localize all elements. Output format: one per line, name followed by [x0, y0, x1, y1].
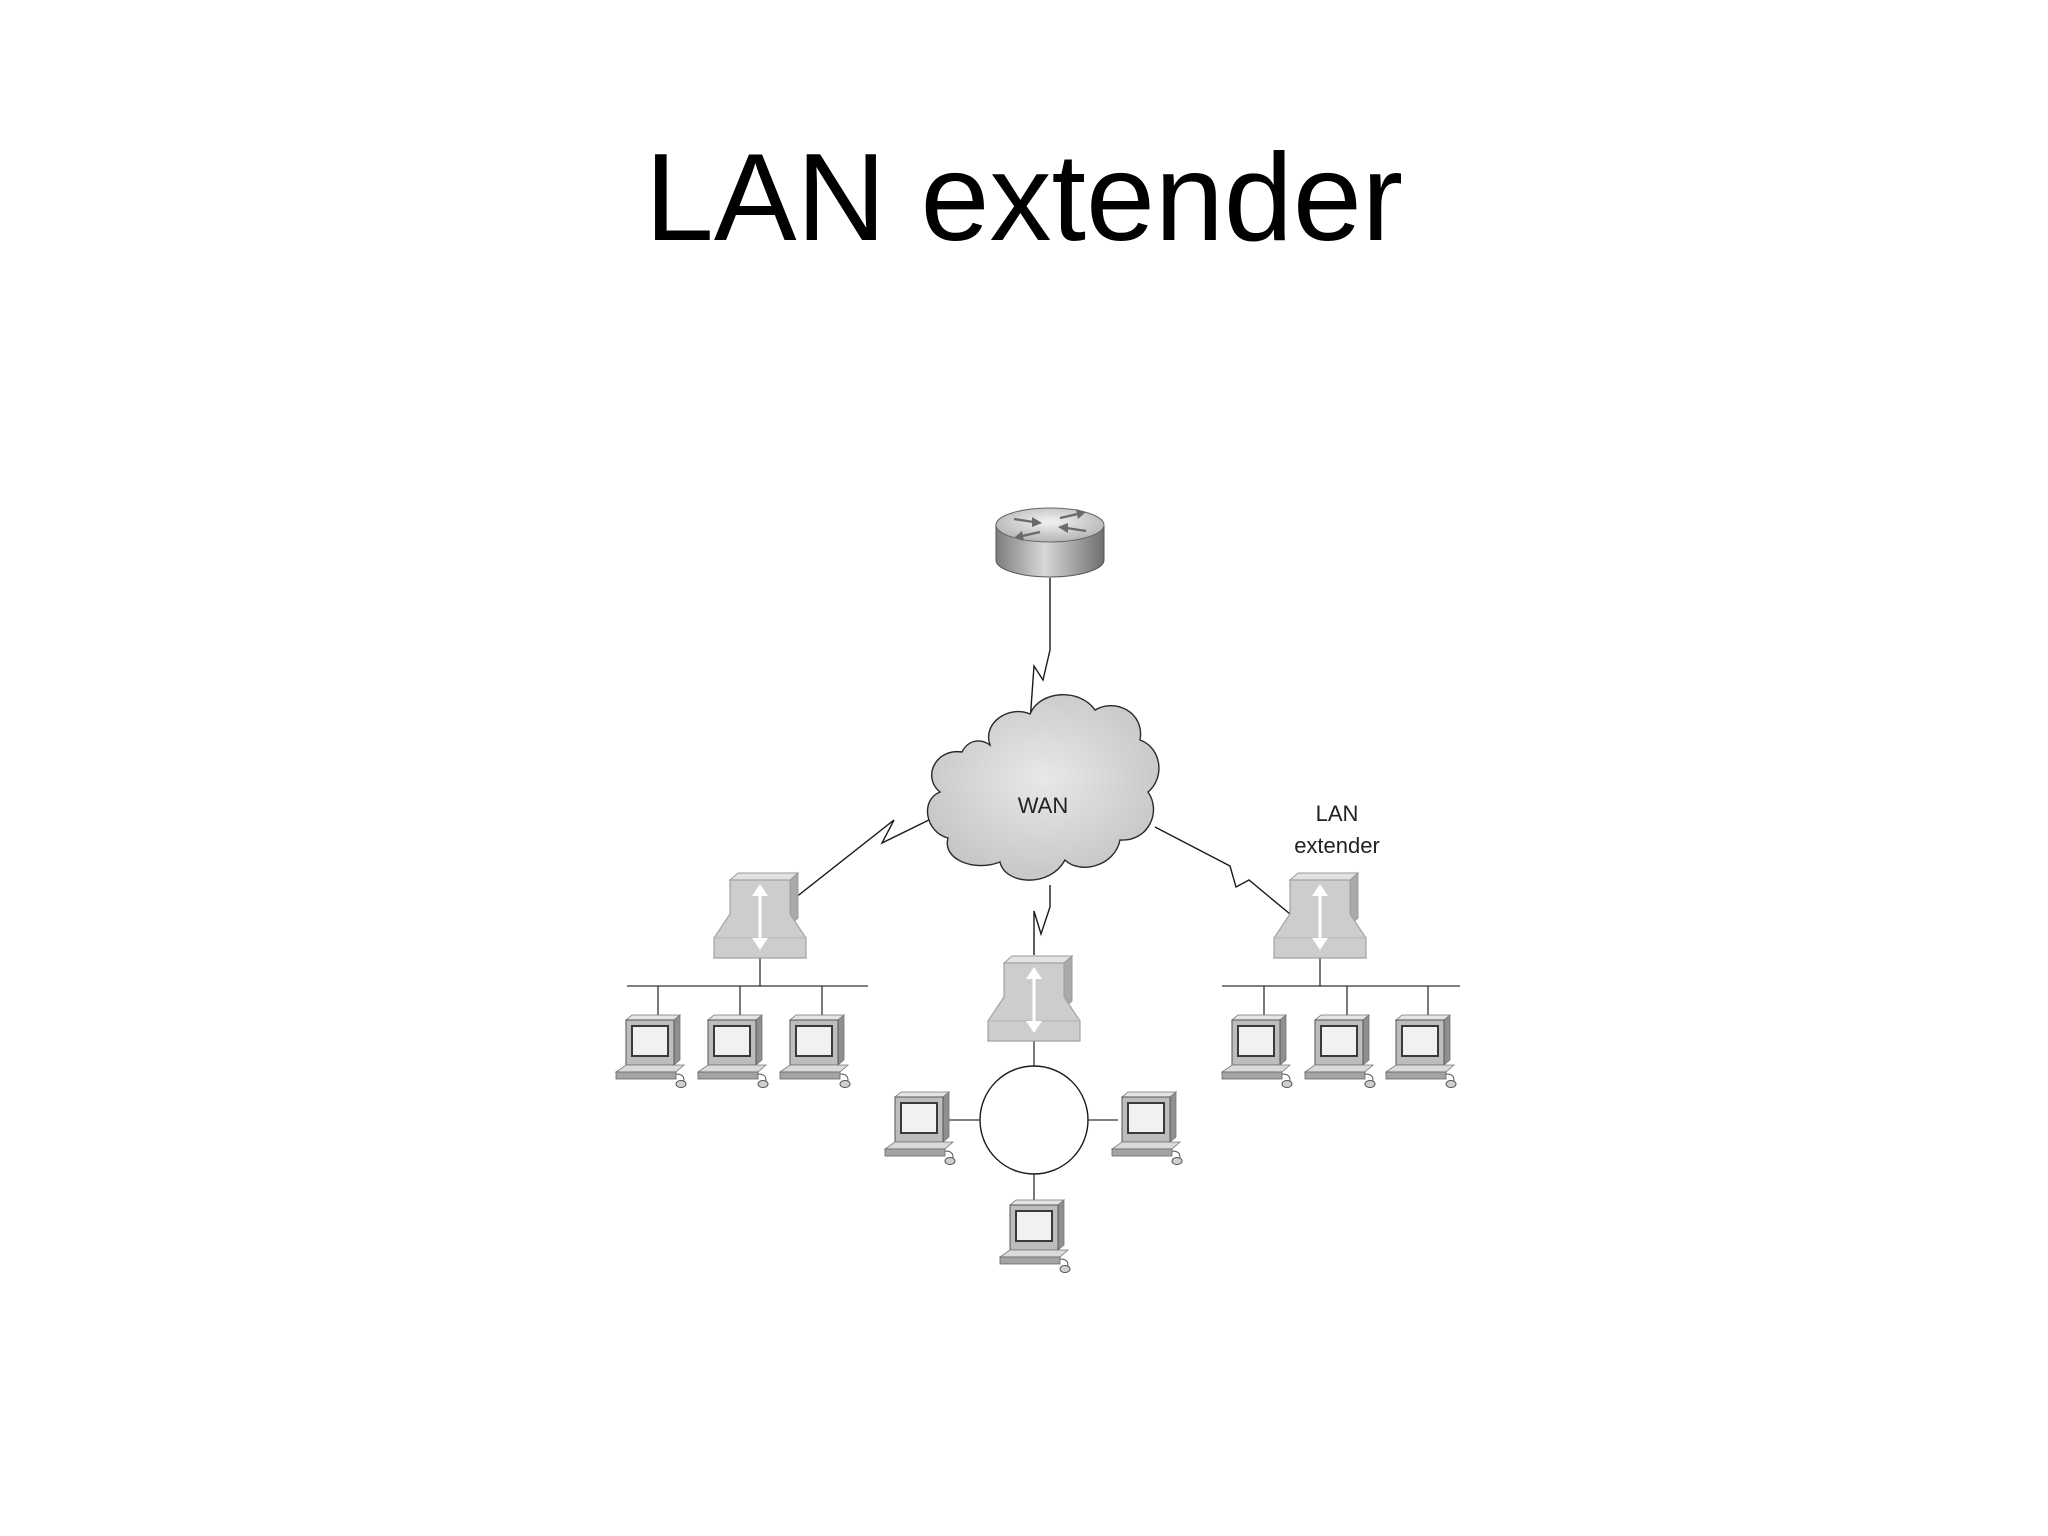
wan-center-extender-link [1033, 885, 1051, 955]
lan-extender-center-icon [986, 954, 1082, 1043]
left-ethernet-bus [627, 958, 868, 1015]
workstation-icon [999, 1199, 1071, 1274]
workstation-icon [1111, 1091, 1183, 1166]
workstation-icon [1304, 1014, 1376, 1089]
workstation-icon [884, 1091, 956, 1166]
router-icon [995, 507, 1105, 578]
token-ring [945, 1041, 1118, 1205]
slide-title: LAN extender [644, 129, 1404, 267]
workstation-icon [779, 1014, 851, 1089]
workstation-icon [1385, 1014, 1457, 1089]
wan-label: WAN [1018, 793, 1069, 818]
lan-extender-label-line1: LAN [1316, 801, 1359, 826]
right-ethernet-bus [1222, 958, 1460, 1015]
lan-extender-right-icon [1272, 871, 1368, 960]
workstation-icon [1221, 1014, 1293, 1089]
router-wan-link [1029, 578, 1051, 723]
wan-cloud-icon: WAN [926, 694, 1160, 881]
lan-extender-left-icon [712, 871, 808, 960]
lan-extender-label-line2: extender [1294, 833, 1380, 858]
workstation-icon [615, 1014, 687, 1089]
wan-left-extender-link [794, 816, 936, 899]
workstation-icon [697, 1014, 769, 1089]
wan-right-extender-link [1154, 826, 1291, 915]
